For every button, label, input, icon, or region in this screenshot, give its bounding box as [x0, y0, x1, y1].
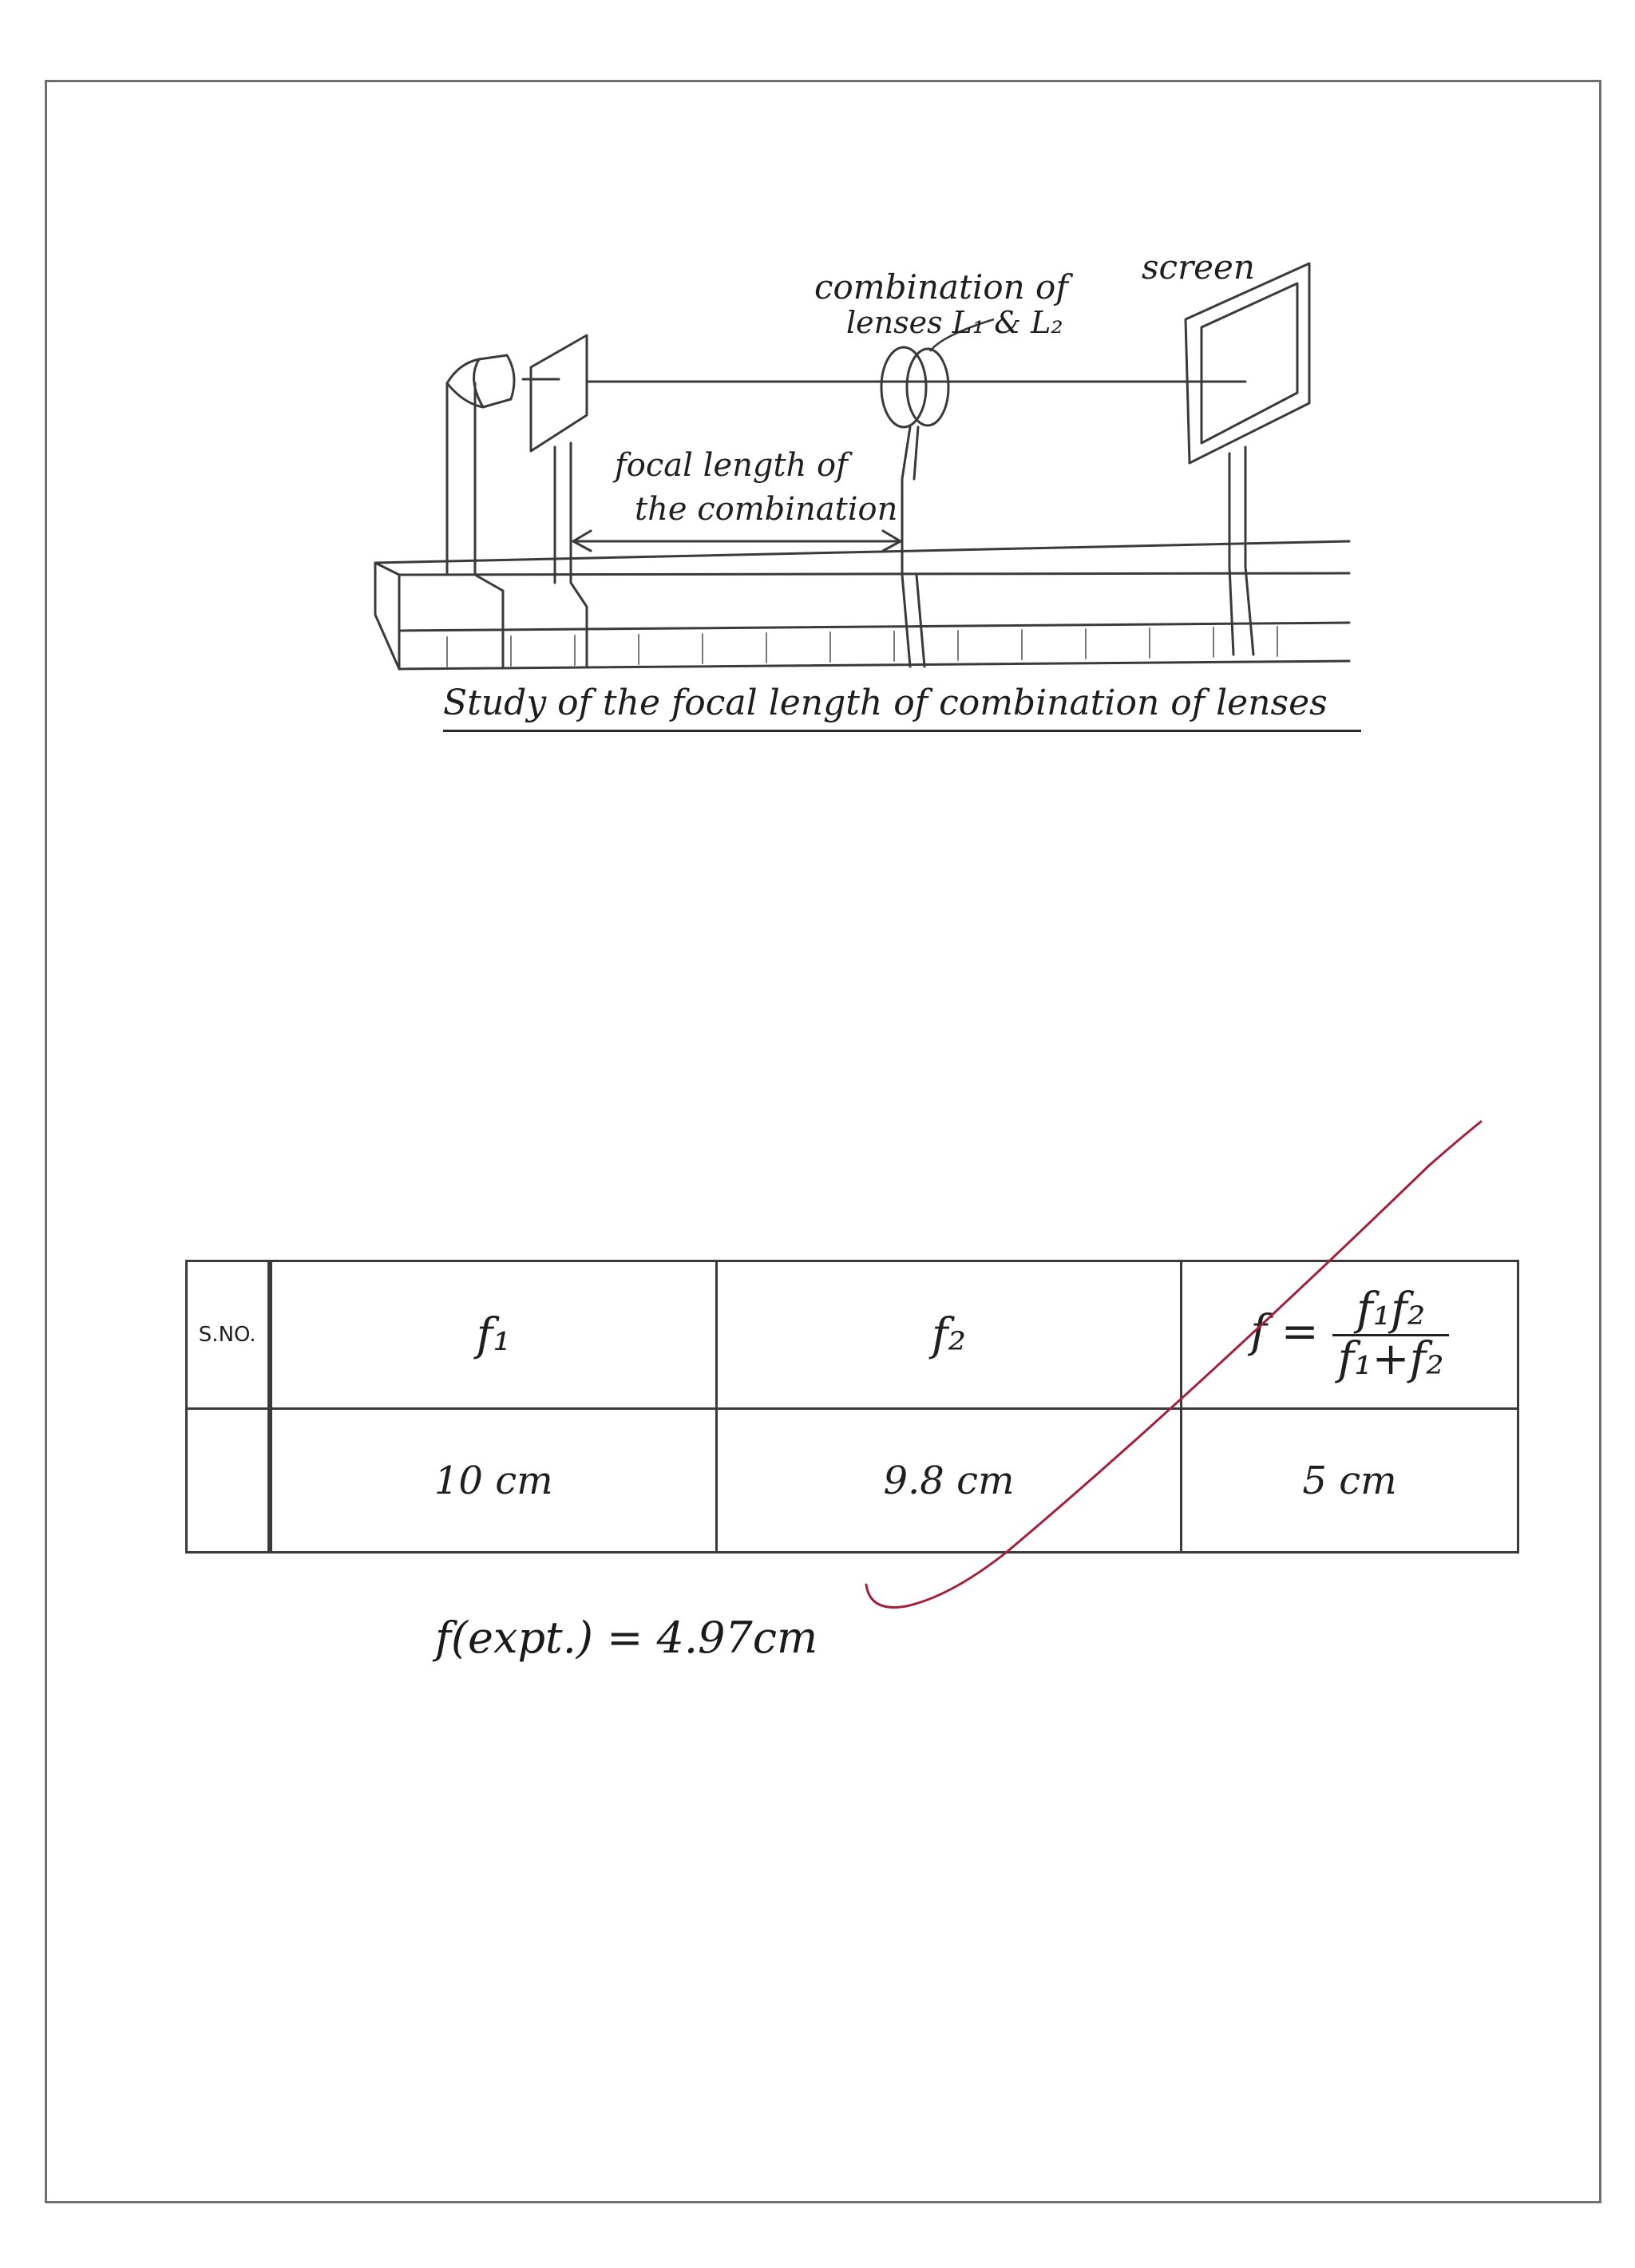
lens-L1	[880, 346, 928, 429]
lens-mount	[901, 425, 926, 668]
combination-label-line2: lenses L₁ & L₂	[846, 305, 1063, 340]
header-f1: f₁	[268, 1260, 718, 1410]
screen-frame-inner	[1200, 282, 1299, 445]
formula-prefix: f =	[1250, 1305, 1319, 1358]
combination-label-line1: combination of	[814, 267, 1068, 307]
optical-bench-diagram	[374, 262, 1351, 671]
cell-f1: 10 cm	[268, 1407, 718, 1554]
formula-numerator: f₁f₂	[1332, 1286, 1449, 1336]
cell-f: 5 cm	[1180, 1407, 1519, 1554]
bench-left-end	[374, 561, 401, 671]
header-f2: f₂	[715, 1260, 1182, 1410]
lamp-housing	[445, 354, 516, 409]
header-sno: S.NO.	[185, 1260, 272, 1410]
bench-front-mid	[398, 621, 1351, 632]
experimental-result: f(expt.) = 4.97cm	[435, 1613, 818, 1663]
table-header-row: S.NO. f₁ f₂ f = f₁f₂ f₁+f₂	[185, 1260, 1519, 1410]
cell-f2: 9.8 cm	[715, 1407, 1182, 1554]
diagram-caption: Study of the focal length of combination…	[443, 683, 1361, 732]
page-border	[45, 80, 1601, 2203]
slit-screen	[529, 334, 588, 453]
bench-front-bottom	[398, 659, 1351, 671]
screen-label: screen	[1142, 247, 1255, 287]
table-row: 10 cm 9.8 cm 5 cm	[185, 1407, 1519, 1554]
header-f-formula: f = f₁f₂ f₁+f₂	[1180, 1260, 1519, 1410]
lamp-stand	[445, 382, 505, 668]
cell-sno	[185, 1407, 272, 1554]
focal-length-label-line1: focal length of	[615, 447, 848, 484]
bench-front-top	[398, 572, 1351, 576]
formula-fraction: f₁f₂ f₁+f₂	[1332, 1286, 1449, 1385]
observation-table: S.NO. f₁ f₂ f = f₁f₂ f₁+f₂ 10 cm 9.8 cm …	[185, 1260, 1519, 1554]
formula-denominator: f₁+f₂	[1337, 1332, 1444, 1385]
lamp-lens-cap	[473, 358, 485, 409]
screen-frame-outer	[1184, 262, 1311, 465]
focal-length-label-line2: the combination	[635, 491, 898, 528]
screen-stand	[1228, 445, 1255, 656]
slit-stand	[553, 441, 588, 668]
bench-back-edge	[374, 561, 401, 576]
lens-L2	[905, 347, 950, 427]
bench-top-surface	[374, 540, 1351, 564]
